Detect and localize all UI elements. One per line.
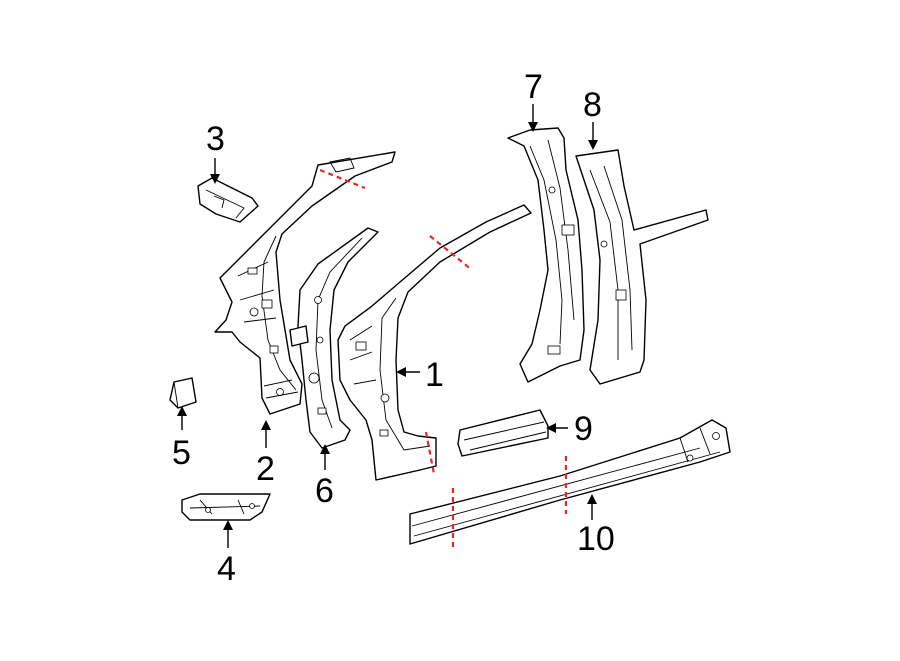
part-7-center-pillar <box>507 127 585 383</box>
cut-line-part-1-upper <box>429 235 473 271</box>
callout-9: 9 <box>574 410 593 448</box>
part-9-reinforcement <box>457 409 549 457</box>
part-8-center-pillar-outer <box>575 149 709 385</box>
callout-3: 3 <box>206 120 225 158</box>
part-10-rocker-panel <box>409 419 731 545</box>
callout-2: 2 <box>256 450 275 488</box>
callout-8: 8 <box>583 86 602 124</box>
callout-1: 1 <box>425 356 444 394</box>
part-1-front-pillar <box>337 204 532 481</box>
part-4-bracket <box>181 493 271 521</box>
callout-5: 5 <box>172 434 191 472</box>
part-6-inner-pillar <box>289 227 379 449</box>
part-3-bracket <box>197 177 259 223</box>
part-2-hinge-pillar-outer <box>214 151 396 415</box>
leader-lines <box>177 104 598 548</box>
cut-lines <box>319 168 568 548</box>
cut-line-part-2 <box>319 168 366 190</box>
callouts: 1 2 3 4 5 6 7 8 9 10 <box>172 68 615 588</box>
callout-6: 6 <box>315 472 334 510</box>
cut-line-part-1-lower <box>424 431 436 475</box>
part-5-block <box>169 377 197 409</box>
callout-4: 4 <box>217 550 236 588</box>
callout-7: 7 <box>524 68 543 106</box>
callout-10: 10 <box>577 520 615 558</box>
